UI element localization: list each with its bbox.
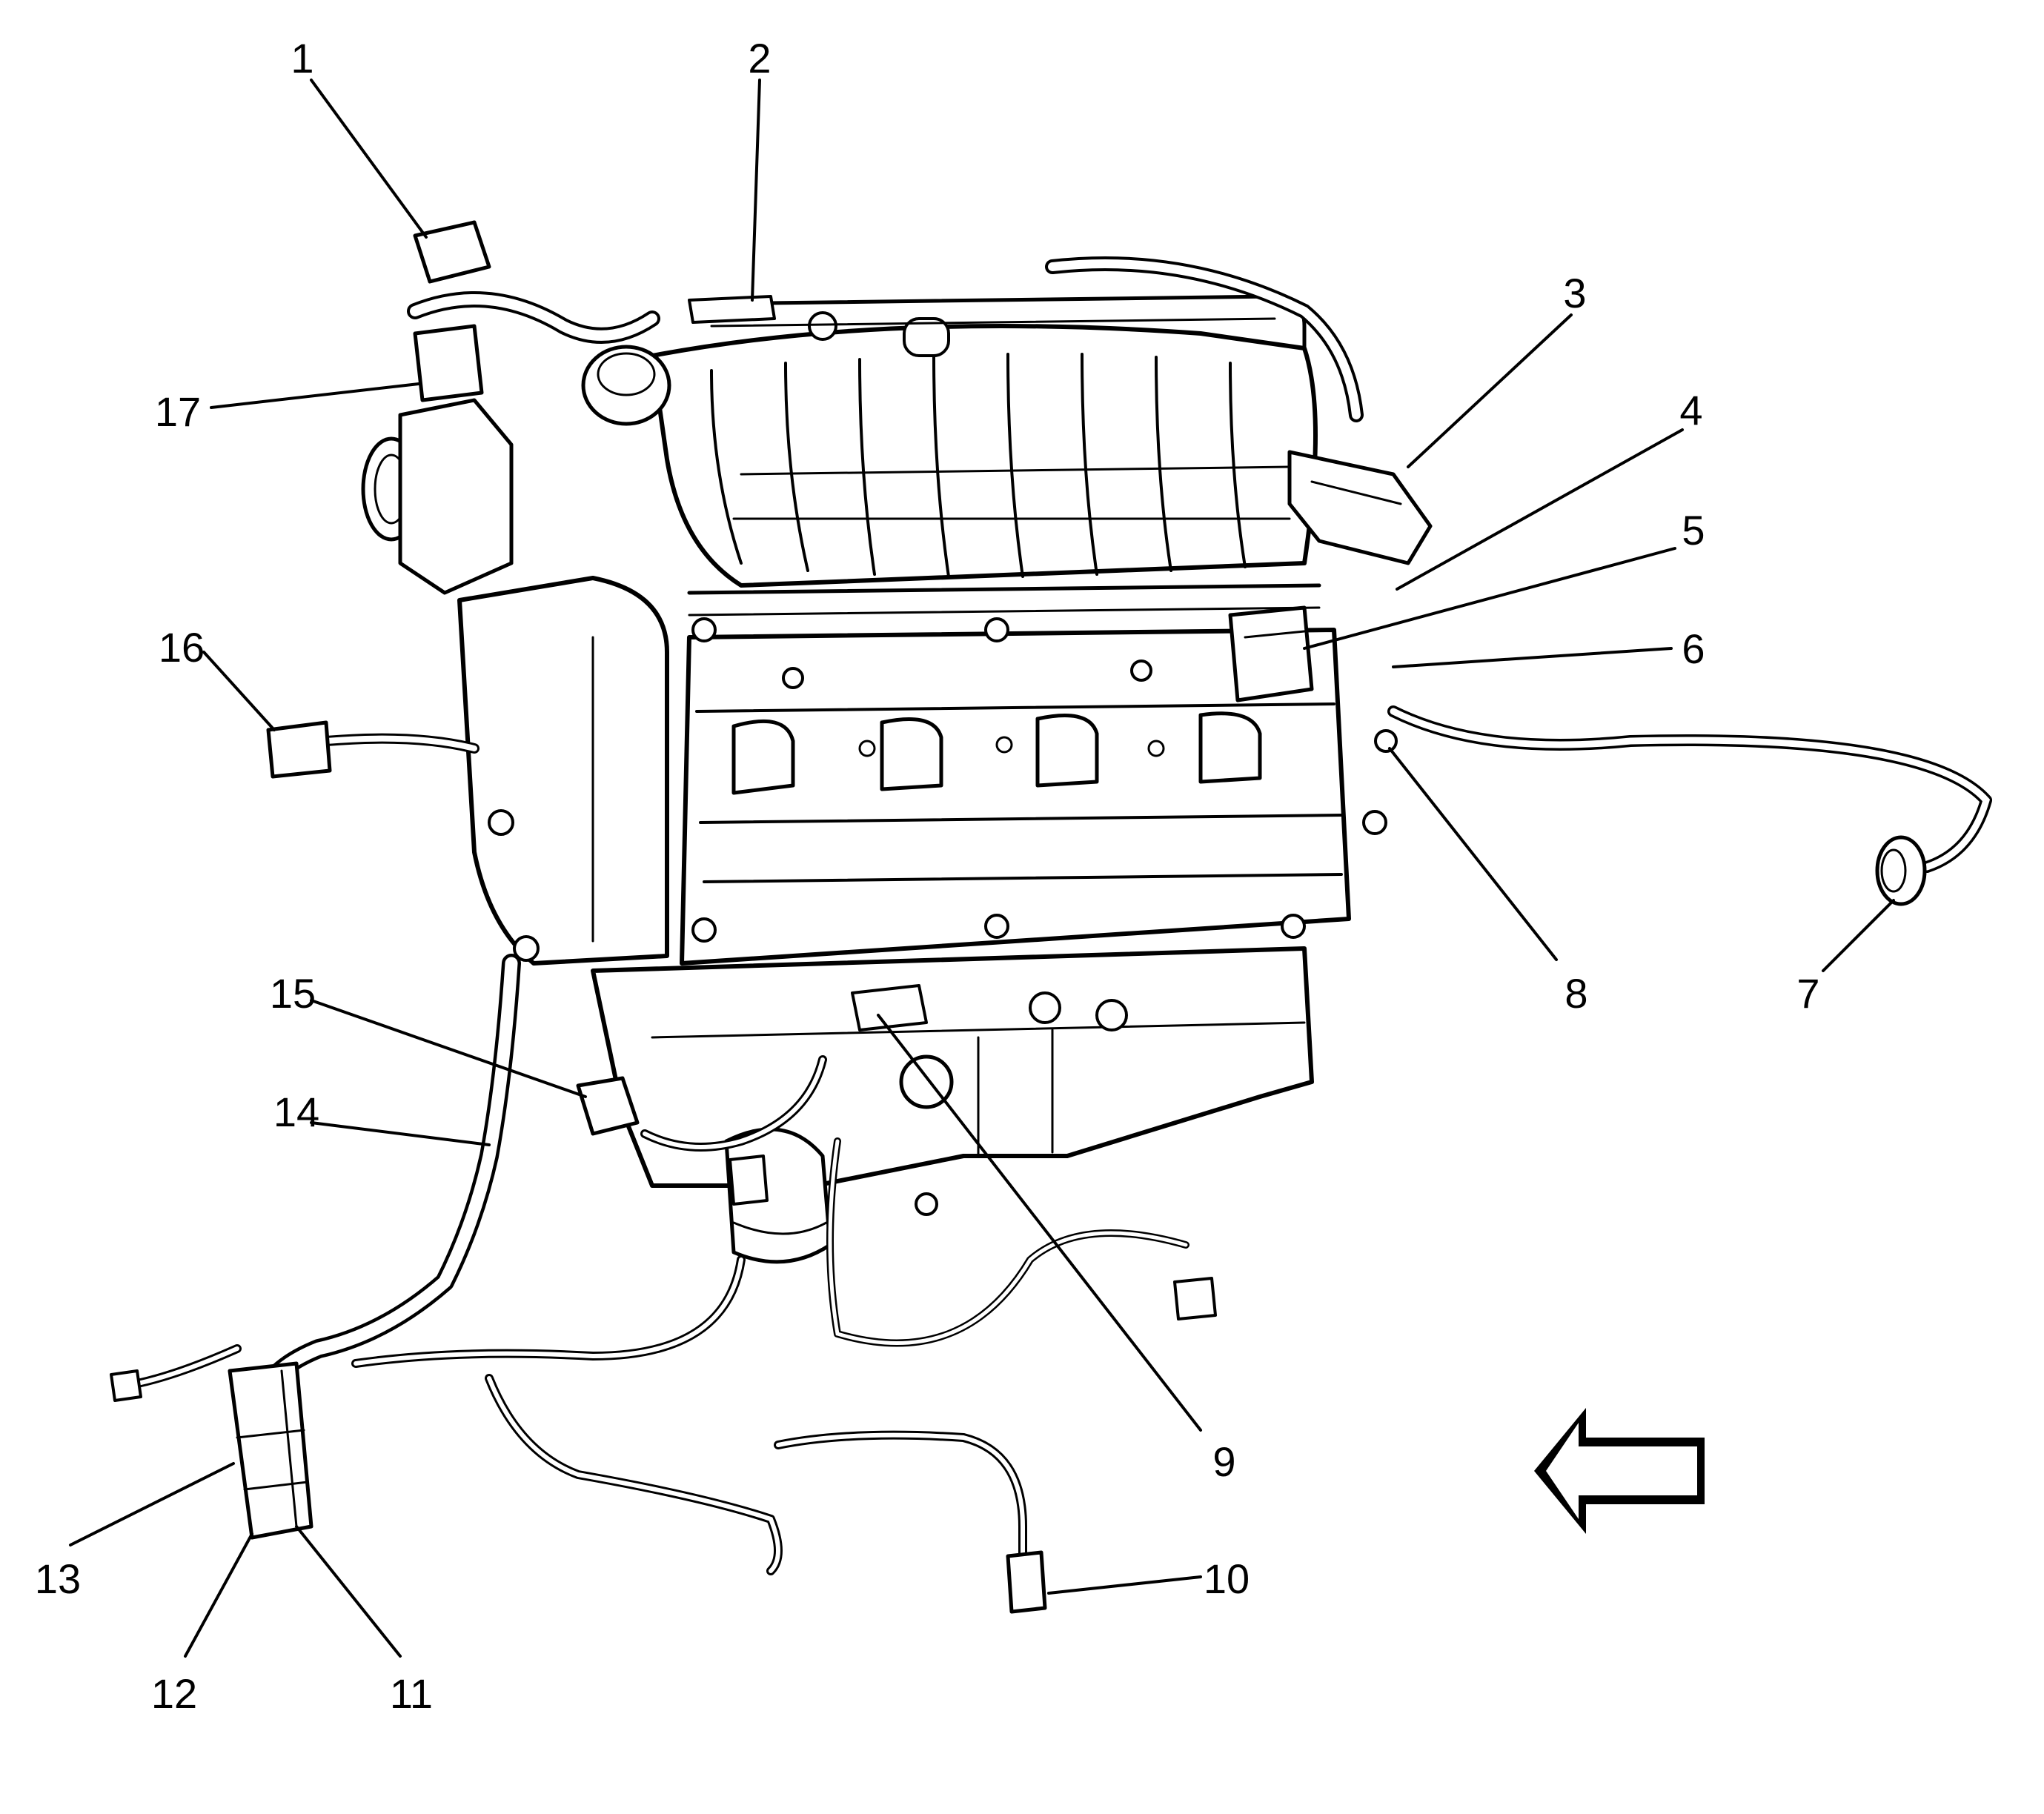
connector-3	[1287, 450, 1433, 565]
callout-7: 7	[1796, 970, 1819, 1017]
connector-10	[1006, 1550, 1047, 1614]
valve-cover-left	[457, 576, 669, 966]
callout-16: 16	[159, 624, 205, 671]
leader-15	[310, 999, 587, 1098]
connector-2	[688, 295, 776, 324]
callout-labels: 1 2 3 4 5 6 7 8 9 10 11 12 13 14 15 16 1…	[35, 35, 1820, 1717]
callout-3: 3	[1563, 270, 1586, 316]
valve-cover-right	[680, 617, 1387, 966]
callout-9: 9	[1212, 1438, 1235, 1485]
callout-14: 14	[273, 1089, 319, 1135]
ignition-coils	[731, 711, 1262, 795]
leader-5	[1303, 547, 1676, 650]
wiring-harness	[122, 256, 1992, 1575]
connector-block-11-12-13	[228, 1361, 313, 1540]
connector-17	[413, 324, 484, 402]
leader-11	[295, 1525, 402, 1658]
callout-17: 17	[155, 388, 201, 435]
callout-4: 4	[1679, 387, 1702, 433]
connectors	[110, 220, 1927, 1614]
connector-16	[266, 720, 332, 779]
callout-10: 10	[1204, 1555, 1250, 1602]
leader-lines	[69, 79, 1895, 1658]
leader-3	[1407, 313, 1573, 468]
leader-6	[1392, 647, 1673, 668]
leader-14	[310, 1121, 491, 1146]
leader-1	[310, 79, 428, 239]
leader-17	[210, 382, 420, 409]
throttle-body	[361, 398, 514, 595]
leader-16	[202, 651, 276, 731]
leader-2	[751, 79, 761, 302]
leader-13	[69, 1462, 235, 1546]
callout-2: 2	[748, 35, 771, 82]
leader-9	[877, 1014, 1202, 1432]
engine-assembly	[361, 294, 1387, 1264]
leader-7	[1822, 899, 1895, 972]
callout-6: 6	[1682, 625, 1705, 672]
leader-12	[184, 1532, 253, 1658]
oil-fill-cap	[581, 345, 671, 426]
callout-12: 12	[151, 1670, 197, 1717]
connector-1	[413, 220, 491, 284]
callout-8: 8	[1564, 970, 1587, 1017]
connector-15	[576, 1076, 640, 1136]
leader-10	[1047, 1575, 1202, 1595]
connector-8	[1374, 729, 1398, 753]
leader-4	[1396, 428, 1684, 591]
intake-manifold	[650, 311, 1318, 588]
engine-block-lower	[591, 946, 1314, 1216]
callout-13: 13	[35, 1555, 81, 1602]
connector-7	[1875, 835, 1927, 906]
leader-8	[1388, 747, 1558, 961]
connector-9	[851, 984, 928, 1031]
callout-11: 11	[390, 1670, 433, 1717]
connector-5	[1228, 605, 1314, 702]
callout-15: 15	[270, 970, 316, 1017]
callout-5: 5	[1682, 507, 1705, 554]
callout-1: 1	[291, 35, 313, 82]
left-arrow-icon	[1534, 1408, 1705, 1534]
